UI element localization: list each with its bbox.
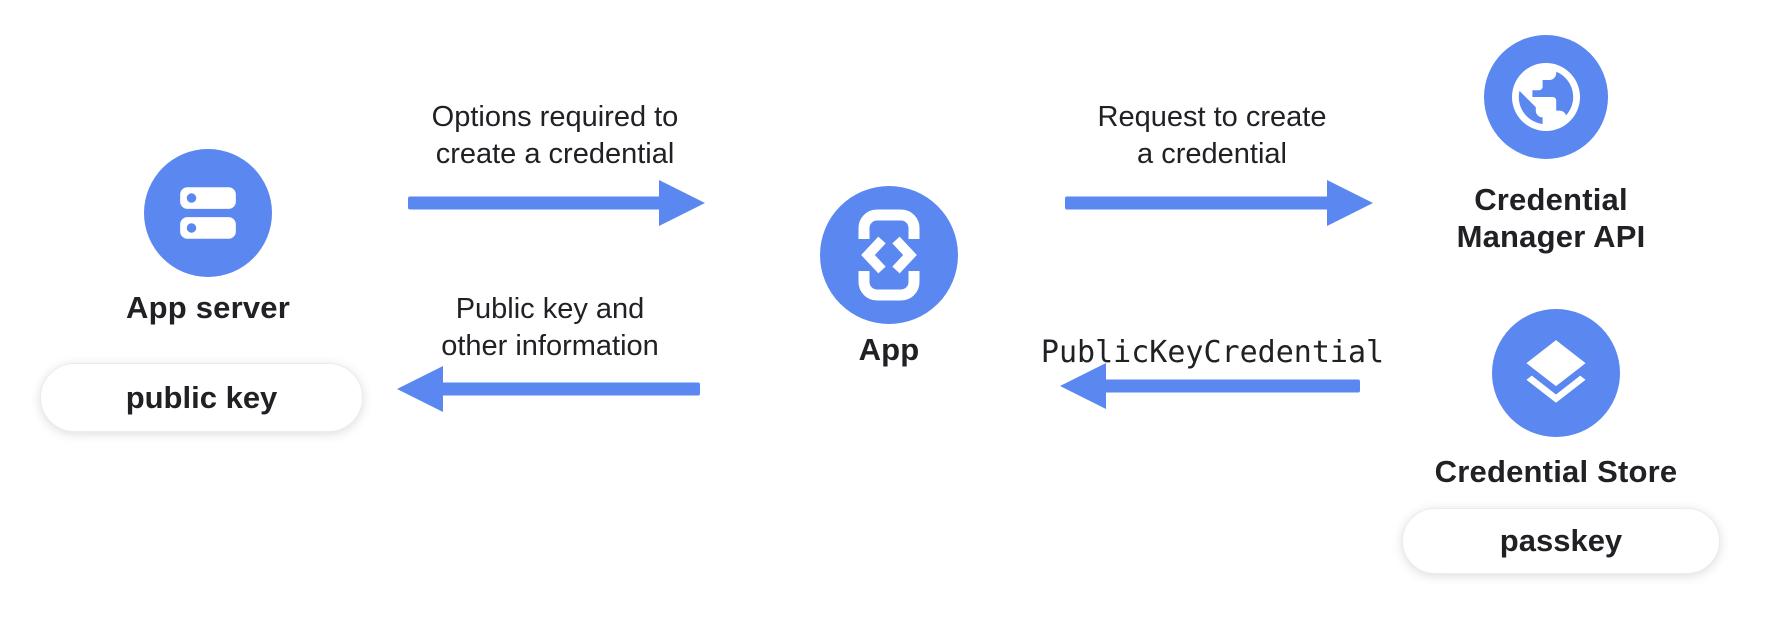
flow-request-line2: a credential bbox=[1137, 138, 1287, 170]
flow-public-key-info-label: Public key and other information bbox=[363, 291, 737, 365]
credential-manager-api-label-line1: Credential bbox=[1474, 182, 1628, 217]
public-key-badge-text: public key bbox=[125, 379, 278, 415]
credential-store-node bbox=[1492, 309, 1620, 437]
globe-icon bbox=[1512, 63, 1580, 131]
flow-request-arrow-right-icon bbox=[1065, 180, 1373, 226]
credential-store-label: Credential Store bbox=[1434, 454, 1678, 489]
credential-manager-api-label: Credential Manager API bbox=[1396, 181, 1706, 255]
arrow-shaft bbox=[408, 196, 665, 210]
flow-public-key-info-line2: other information bbox=[441, 330, 659, 362]
phone-code-icon bbox=[841, 209, 937, 301]
arrow-shaft bbox=[1100, 379, 1360, 393]
flow-publickeycredential-arrow-left-icon bbox=[1060, 363, 1360, 409]
credential-manager-api-label-line2: Manager API bbox=[1456, 219, 1646, 254]
arrow-head bbox=[1060, 363, 1106, 409]
arrow-head bbox=[659, 180, 705, 226]
layers-icon bbox=[1526, 340, 1586, 403]
app-label: App bbox=[858, 332, 920, 367]
flow-options-arrow-right-icon bbox=[408, 180, 705, 226]
app-server-node bbox=[144, 149, 272, 277]
flow-request-label: Request to create a credential bbox=[1025, 99, 1399, 173]
arrow-head bbox=[1327, 180, 1373, 226]
passkey-badge-text: passkey bbox=[1499, 523, 1623, 558]
app-server-label: App server bbox=[126, 290, 290, 325]
flow-public-key-info-arrow-left-icon bbox=[397, 366, 700, 412]
server-icon bbox=[180, 187, 236, 239]
flow-options-line1: Options required to bbox=[431, 101, 679, 133]
arrow-shaft bbox=[1065, 196, 1333, 210]
public-key-badge: public key bbox=[40, 363, 363, 432]
flow-public-key-info-line1: Public key and bbox=[455, 293, 645, 325]
arrow-shaft bbox=[437, 382, 700, 396]
passkey-badge: passkey bbox=[1402, 508, 1720, 574]
flow-options-label: Options required to create a credential bbox=[368, 99, 742, 173]
flow-request-line1: Request to create bbox=[1097, 101, 1327, 133]
app-node bbox=[820, 186, 958, 324]
arrow-head bbox=[397, 366, 443, 412]
credential-manager-api-node bbox=[1484, 35, 1608, 159]
flow-options-line2: create a credential bbox=[435, 138, 675, 170]
